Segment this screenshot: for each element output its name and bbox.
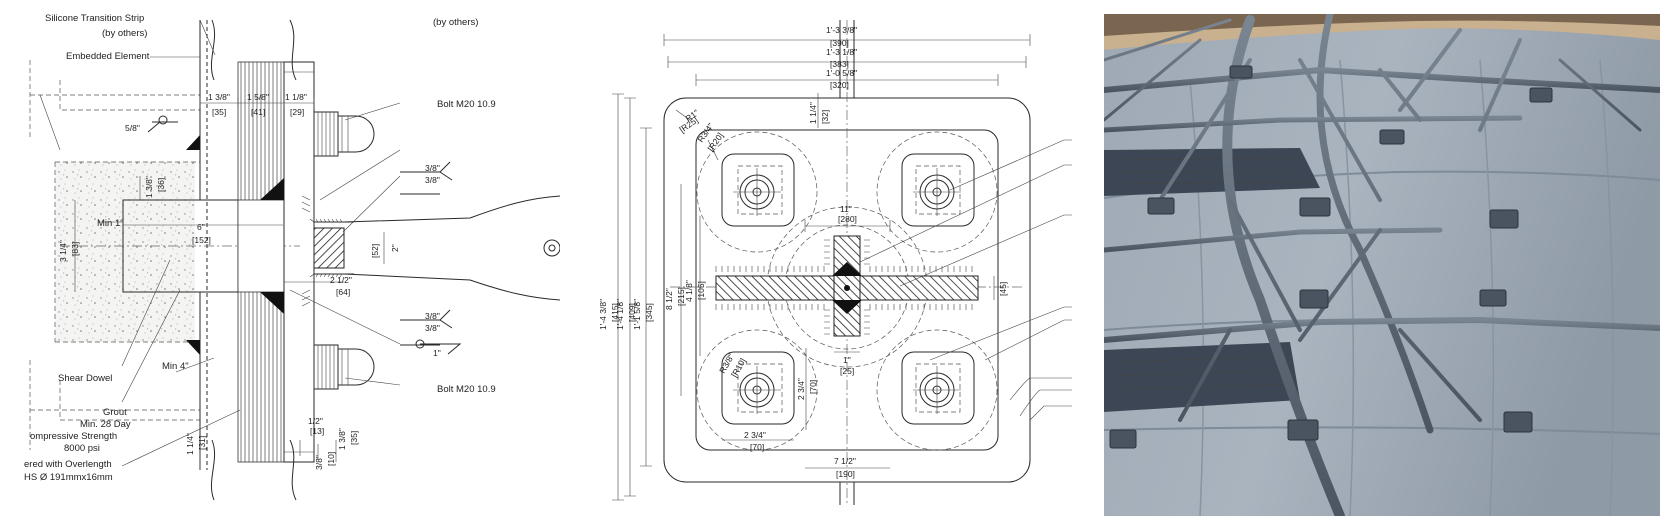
dim-section: 1 3/8": [337, 428, 347, 450]
dim-section: 3/8": [314, 455, 324, 470]
dim-section: 1 3/8": [144, 176, 154, 198]
dim-plan: [32]: [820, 110, 830, 124]
weld-fillet: [260, 292, 284, 314]
concrete-fill: [55, 162, 195, 342]
site-photo: [1104, 14, 1660, 516]
dim-plan: [105]: [696, 281, 706, 300]
weld-fillet: [186, 340, 200, 355]
dim-weld: 3/8": [425, 163, 440, 173]
dim-section: [152]: [192, 235, 211, 245]
label-bolt-top: Bolt M20 10.9: [437, 99, 496, 110]
label-embedded-element: Embedded Element: [66, 51, 150, 62]
bolt-pad-tr: [901, 153, 975, 227]
dim-plan: [190]: [836, 469, 855, 479]
dim-section: 3 1/4": [58, 240, 68, 262]
dim-plan: 1'-1 5/8": [632, 299, 642, 330]
dim-section: [35]: [212, 107, 226, 117]
dim-section: [35]: [349, 431, 359, 445]
label-min-1: Min 1": [97, 218, 124, 229]
fin-plate: [343, 195, 560, 301]
weld-fillet: [260, 178, 284, 200]
dim-plan: 1'-4 3/8": [598, 299, 608, 330]
steel-plate: [283, 61, 315, 463]
dim-plan: 1'-4 1/8": [615, 299, 625, 330]
dim-plan: 7 1/2": [834, 456, 856, 466]
label-grout: Grout: [103, 407, 127, 418]
bolt-top: [313, 111, 375, 157]
bolt-pad-br: [901, 351, 975, 425]
dim-weld: 3/8": [425, 175, 440, 185]
dim-plan: [409]: [627, 303, 637, 322]
label-grout-strength-3: 8000 psi: [64, 443, 100, 454]
dim-plan: 8 1/2": [664, 288, 674, 310]
label-transition-strip: Silicone Transition Strip: [45, 13, 144, 24]
dim-weld: 3/8": [425, 323, 440, 333]
dim-plan: 11": [840, 204, 852, 214]
dim-weld: 3/8": [425, 311, 440, 321]
label-bolt-bottom: Bolt M20 10.9: [437, 384, 496, 395]
dim-plan: [70]: [750, 442, 764, 452]
bolt-bottom: [313, 344, 375, 390]
dim-section: [29]: [290, 107, 304, 117]
plan-detail: 1'-3 3/8" [390] 1'-3 1/8" [383] 1'-0 5/8…: [598, 20, 1072, 505]
dim-plan: 1'-0 5/8": [826, 68, 857, 78]
dim-section: 6": [197, 222, 205, 232]
dim-section: 1 1/8": [285, 92, 307, 102]
dim-plan: [415]: [610, 303, 620, 322]
dim-section: [36]: [156, 178, 166, 192]
label-by-others-right: (by others): [433, 17, 478, 28]
dim-section: 1 1/4": [185, 433, 195, 455]
dim-section: 1 5/8": [247, 92, 269, 102]
dim-plan: [390]: [830, 38, 849, 48]
dim-section: [64]: [336, 287, 350, 297]
label-grout-strength-1: Min. 28 Day: [80, 419, 131, 430]
label-grout-strength-2: ompressive Strength: [30, 431, 117, 442]
label-overlength: ered with Overlength: [24, 459, 112, 470]
dim-weld: 1": [433, 348, 441, 358]
dim-section: 1/2": [308, 416, 323, 426]
label-by-others: (by others): [102, 28, 147, 39]
dim-section: [52]: [370, 244, 380, 258]
dim-plan: 1": [843, 355, 851, 365]
weld-fillet: [186, 135, 200, 150]
dim-plan: [45]: [998, 282, 1008, 296]
dim-plan: [280]: [838, 214, 857, 224]
dim-section: [41]: [251, 107, 265, 117]
welded-tab: [313, 227, 345, 269]
dim-section: [10]: [326, 452, 336, 466]
bolt-pad-tl: [721, 153, 795, 227]
dim-plan: [70]: [808, 380, 818, 394]
dim-plan: [320]: [830, 80, 849, 90]
dim-section: [83]: [70, 242, 80, 256]
dim-section: 1 3/8": [208, 92, 230, 102]
section-detail: Silicone Transition Strip (by others) (b…: [24, 13, 560, 501]
bolt-pad-bl: [721, 351, 795, 425]
dim-plan: 1'-3 1/8": [826, 47, 857, 57]
label-shear-dowel: Shear Dowel: [58, 373, 112, 384]
dim-plan: [345]: [644, 303, 654, 322]
dim-section: [13]: [310, 426, 324, 436]
dim-plan: 2 3/4": [796, 378, 806, 400]
dim-section: 2 1/2": [330, 275, 352, 285]
dim-weld: 5/8": [125, 123, 140, 133]
steel-frame: [1104, 14, 1660, 516]
dim-plan: 1 1/4": [808, 102, 818, 124]
label-overlength-size: HS Ø 191mmx16mm: [24, 472, 113, 483]
dim-plan: [25]: [840, 366, 854, 376]
label-min-4: Min 4": [162, 361, 189, 372]
dim-section: 2": [390, 244, 400, 252]
dim-plan: 1'-3 3/8": [826, 25, 857, 35]
connection-plates: [1109, 65, 1553, 449]
dim-plan: [383]: [830, 59, 849, 69]
dim-plan: 4 1/8": [684, 280, 694, 302]
dim-plan: 2 3/4": [744, 430, 766, 440]
dim-plan: [215]: [676, 287, 686, 306]
dim-section: [31]: [197, 436, 207, 450]
